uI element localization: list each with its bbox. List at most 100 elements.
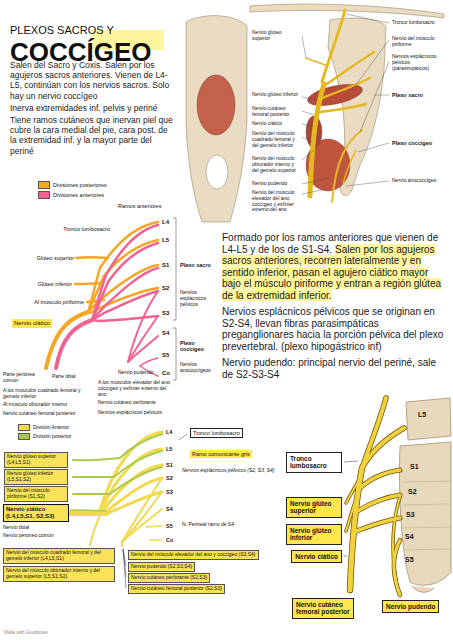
leader-line — [302, 137, 312, 142]
posterior-division-strand — [71, 510, 106, 511]
part-label: S2 — [408, 488, 417, 496]
annotation-label: Nervios anococcígeos — [180, 362, 218, 374]
anterior-division-strand — [90, 513, 101, 545]
legend-entry: Divisiones posteriores — [38, 181, 107, 189]
posterior-division-strand — [73, 493, 110, 495]
part-label: Co — [162, 370, 170, 377]
annotation-label: Nervio cutáneo femoral posterior — [252, 106, 300, 118]
nerve — [306, 10, 374, 202]
annotation-label: N. Perineal ramo de S4 — [182, 522, 234, 528]
anterior-division-strand — [100, 432, 162, 510]
annotation-label: Nervio del músculo piriforme — [392, 36, 448, 48]
anterior-division-strand — [70, 432, 162, 546]
sacral-segment-line — [402, 481, 450, 550]
sacral-segment-line — [402, 481, 450, 482]
legend-swatch — [18, 433, 30, 440]
box-text: Nervio pudendo — [386, 603, 435, 610]
box-text: Nervio cutáneo perforante (S2,S3) — [131, 575, 207, 581]
legend-entry: Divisiones anteriores — [38, 191, 104, 199]
leader-line — [346, 14, 389, 23]
annotation-label: Nervios esplácnicos pélvicos (S2, S3, S4… — [182, 468, 282, 474]
sacral-segment-line — [403, 549, 450, 550]
annotation-label: Nervio cutáneo femoral posterior — [3, 411, 76, 417]
nerve — [362, 398, 386, 468]
annotation-label: Nervio ciático — [252, 121, 300, 127]
anterior-division-strand — [92, 268, 158, 320]
nerve-outline — [358, 470, 400, 490]
legend-swatch — [18, 424, 30, 431]
part-label: S4 — [405, 533, 414, 541]
nerve — [346, 496, 357, 531]
label-box: Nervio pudendo (S2,S3,S4) — [128, 562, 195, 572]
label-box: Nervio cutáneo perforante (S2,S3) — [128, 573, 210, 583]
box-text: Nervio ciático (L4,L5,S1, S2,S3) — [6, 506, 66, 520]
anterior-division-strand — [122, 509, 162, 542]
label-box: Nervio ciático — [291, 550, 342, 563]
annotation-label: Glúteo superior — [36, 255, 74, 261]
note-text: Tiene ramos cutáneos que inervan piel qu… — [10, 115, 173, 156]
sacrum-bone — [406, 398, 451, 440]
posterior-division-strand — [46, 222, 158, 368]
sacral-segment-line — [402, 527, 450, 528]
annotation-label: Al músculo obturador interno — [3, 402, 67, 408]
box-text: Nervio glúteo superior (L4,L5,S1) — [7, 454, 65, 466]
posterior-division-strand — [75, 283, 100, 284]
nerve-outline — [362, 398, 386, 468]
note-paragraph: Formado por los ramos anteriores que vie… — [222, 232, 448, 301]
part-label: S3 — [162, 310, 169, 317]
legend-text: División Anterior — [33, 425, 69, 431]
note-text: Nervios esplácnicos pélvicos que se orig… — [222, 306, 443, 352]
note-column: Salen del Sacro y Coxis. Salen por los a… — [10, 60, 175, 158]
anterior-division-strand — [122, 478, 162, 542]
leader-line — [302, 97, 317, 100]
label-box: Nervio glúteo superior — [286, 497, 342, 518]
nerve — [346, 477, 361, 503]
leader-line — [360, 62, 389, 132]
annotation-label: Nervio pudendo — [118, 370, 153, 376]
note-paragraph: Nervio pudendo: principal nervio del per… — [222, 357, 448, 380]
box-text: Nervio glúteo inferior — [290, 527, 338, 542]
note-text: Inerva extremidades inf. pelvis y periné — [10, 103, 157, 113]
posterior-division-strand — [76, 256, 108, 259]
nerve — [320, 104, 366, 112]
annotation-label: Nervio del músculo elevador del ano, coc… — [252, 190, 300, 213]
part-label: S5 — [405, 556, 414, 564]
part-label: Plexo coccígeo — [392, 140, 448, 146]
anterior-division-strand — [146, 526, 162, 527]
note-paragraph: Tiene ramos cutáneos que inervan piel qu… — [10, 115, 175, 156]
label-box: Tronco lumbosacro — [190, 428, 243, 438]
annotation-label: A los músculos cuadrado femoral y gemelo… — [3, 388, 91, 400]
label-box: Nervio del músculo cuadrado femoral y de… — [3, 548, 115, 564]
part-label: L4 — [162, 219, 169, 226]
annotation-label: Nervio glúteo inferior — [252, 92, 300, 98]
legend-swatch — [38, 191, 50, 199]
label-box: Nervio del músculo piriforme (S1,S2) — [4, 486, 68, 502]
leader-line — [352, 40, 389, 90]
label-box: Nervio glúteo superior (L4,L5,S1) — [4, 452, 68, 468]
part-label: S4 — [162, 330, 169, 337]
box-text: Nervio del músculo cuadrado femoral y de… — [6, 550, 112, 562]
annotation-label: Nervio tibial — [3, 525, 29, 531]
muscle — [197, 75, 235, 135]
part-label: S3 — [406, 511, 415, 519]
leader-line — [302, 14, 389, 194]
anterior-division-strand — [104, 478, 162, 513]
part-label: L5 — [162, 237, 169, 244]
leader-line — [302, 124, 313, 126]
label-box: Nervio cutáneo femoral posterior (S2,S3) — [128, 584, 225, 594]
label-box: Nervio pudendo — [382, 600, 439, 613]
leader-line — [123, 549, 126, 588]
posterior-division-strand — [120, 434, 162, 458]
posterior-division-strand — [73, 476, 114, 478]
nerve — [356, 495, 400, 512]
label-box: Ramo comunicante gris — [190, 450, 252, 458]
note-paragraph: Inerva extremidades inf. pelvis y periné — [10, 103, 175, 113]
annotation-label: Nervio anococcígeo — [392, 178, 448, 184]
part-label: Plexo sacro — [180, 262, 218, 268]
note-text: Nervio pudendo: principal nervio del per… — [222, 357, 436, 380]
part-label: Plexo sacro — [392, 92, 448, 98]
annotation-label: Parte tibial — [52, 374, 76, 380]
legend-text: Divisiones posteriores — [53, 182, 107, 188]
nerve — [332, 130, 362, 202]
nerve — [346, 398, 404, 595]
